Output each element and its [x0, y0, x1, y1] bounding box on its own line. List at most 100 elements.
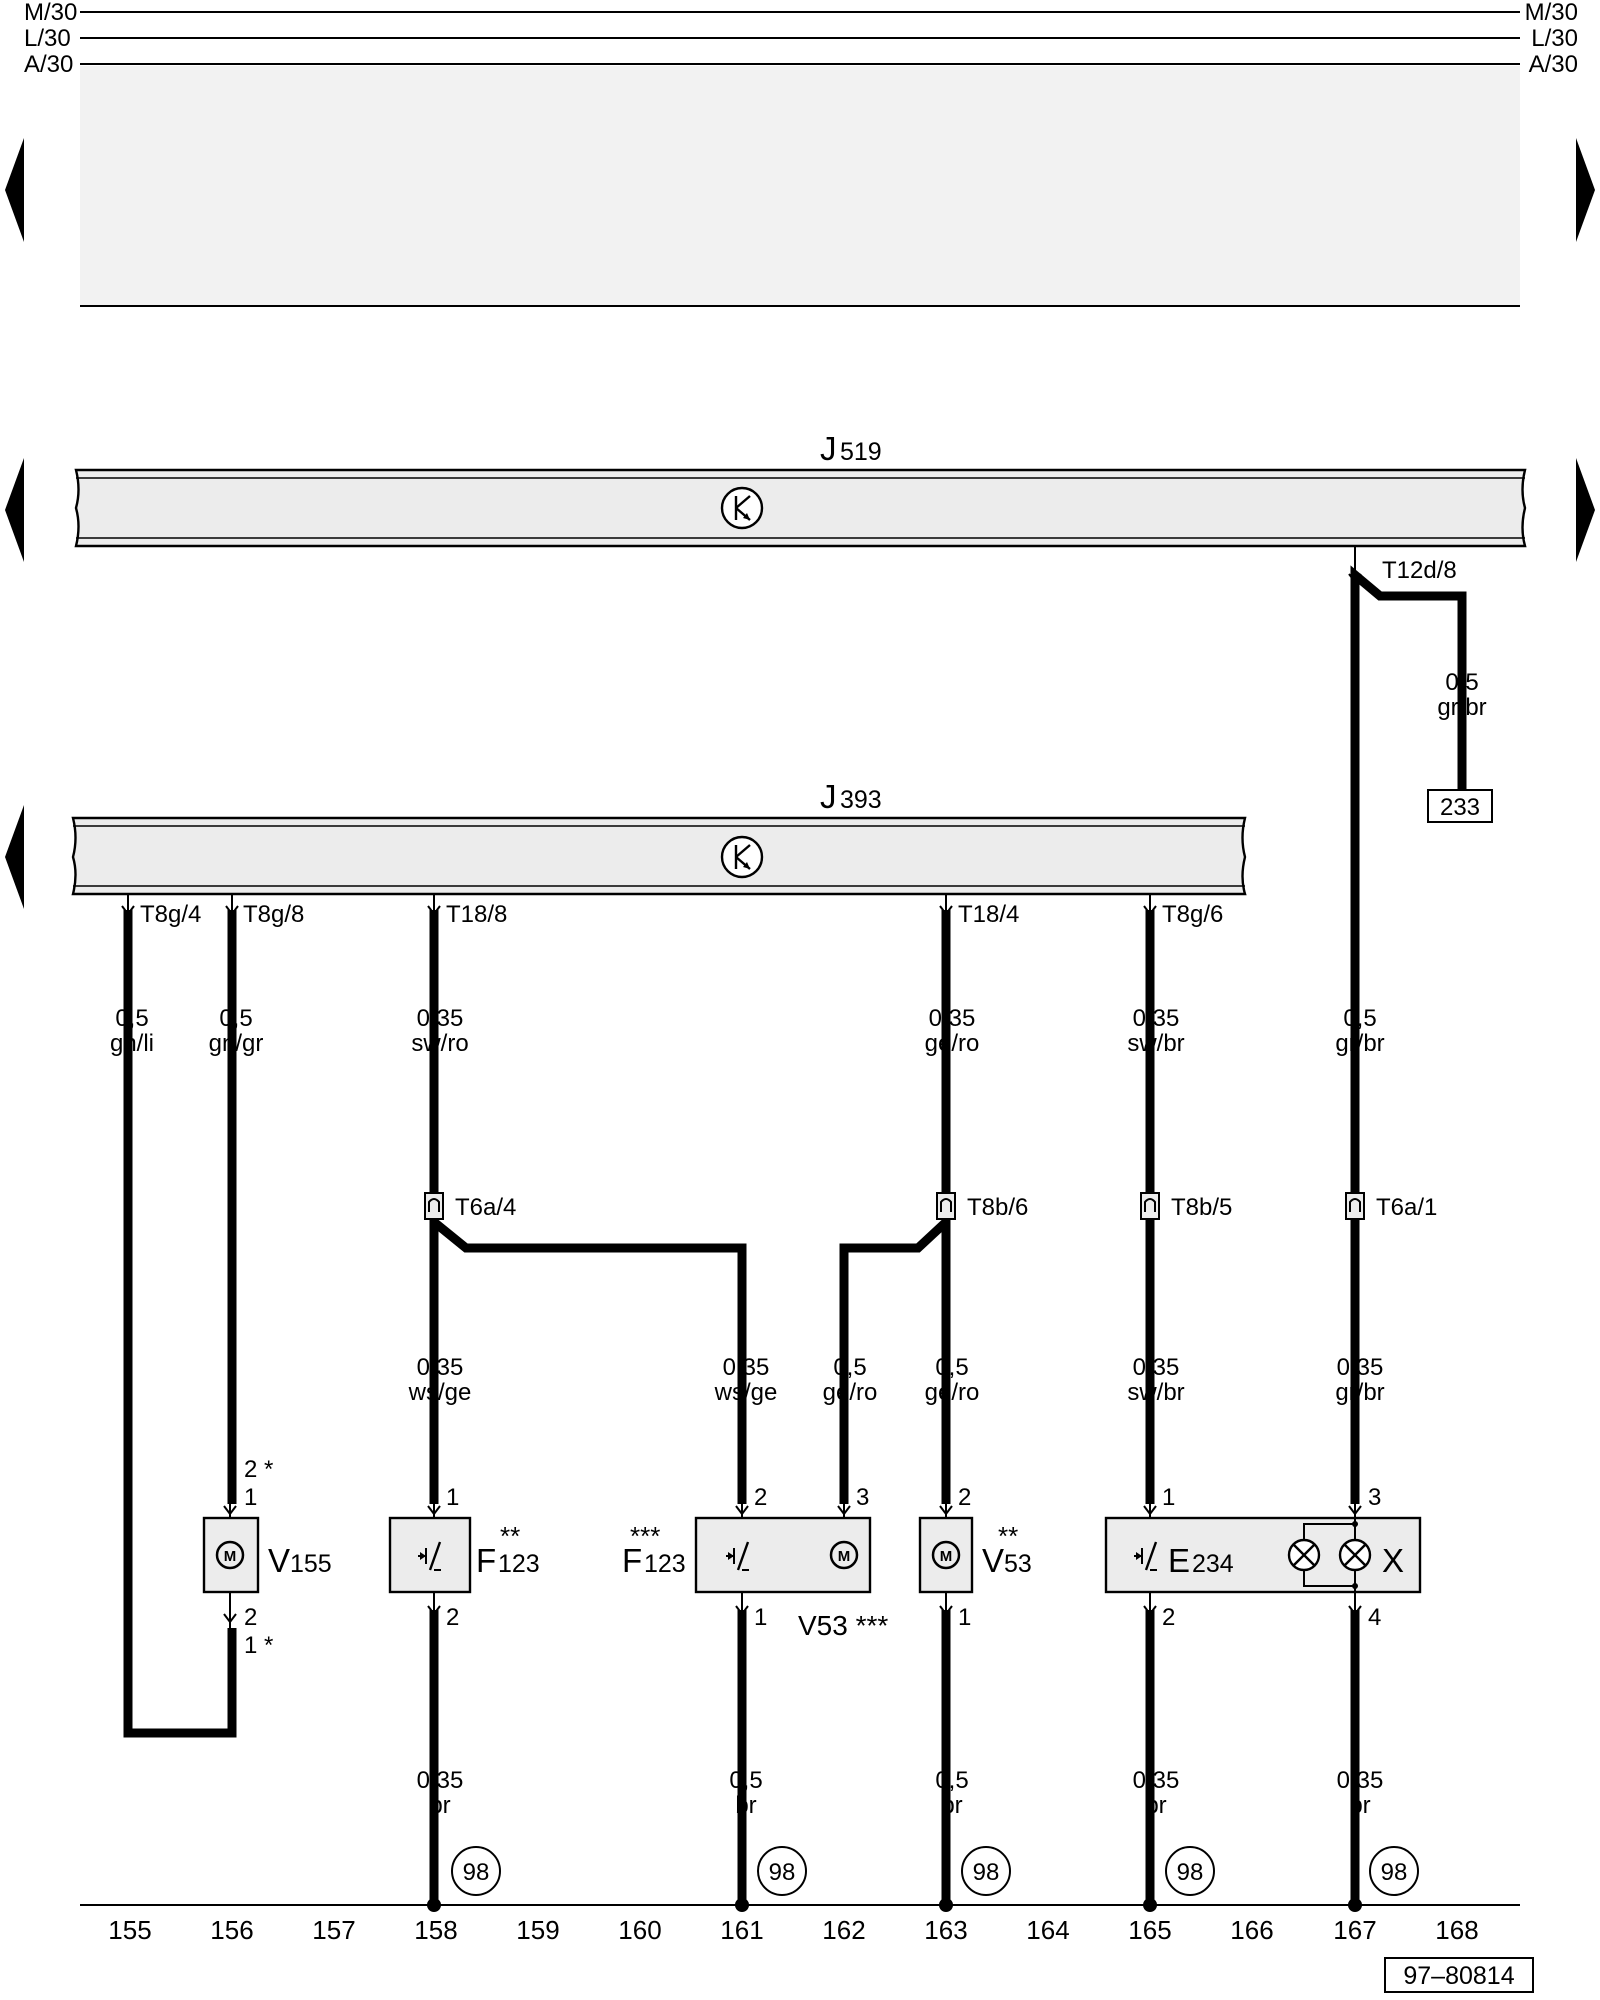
wire-color: br: [429, 1792, 450, 1819]
ground-circle-icon[interactable]: 98: [451, 1846, 501, 1896]
reference-box-233[interactable]: [1427, 789, 1493, 823]
component-number: 53: [1004, 1550, 1032, 1578]
wire-ge-ro[interactable]: [839, 1218, 950, 1504]
wire-ws-ge[interactable]: [431, 1218, 747, 1504]
left-arrow-icon[interactable]: [5, 138, 24, 242]
rail-panel: [80, 66, 1520, 306]
pin-number: 2: [1162, 1604, 1175, 1631]
ground-circle-icon[interactable]: 98: [1165, 1846, 1215, 1896]
component-number: 123: [498, 1550, 540, 1578]
right-arrow-icon[interactable]: [1576, 458, 1595, 562]
column-number: 164: [1026, 1915, 1069, 1945]
doc-code: 97–80814: [1403, 1962, 1514, 1990]
rail-label-left: L/30: [24, 25, 71, 52]
ground-label: 98: [1381, 1859, 1408, 1886]
component-number: 155: [290, 1550, 332, 1578]
switch-e234-lamps[interactable]: [1104, 1516, 1422, 1594]
wire-color: ge/ro: [925, 1030, 980, 1057]
connector-label: T6a/4: [455, 1194, 516, 1221]
column-number: 158: [414, 1915, 457, 1945]
component-letter: X: [1382, 1542, 1404, 1579]
component-letter: V: [268, 1542, 290, 1579]
wire-gn-li[interactable]: [123, 910, 237, 1738]
pin-number: 1 *: [244, 1632, 273, 1659]
wire-size: 0,35: [1337, 1767, 1384, 1794]
pin-number: 2: [446, 1604, 459, 1631]
component-letter: F: [622, 1542, 642, 1579]
column-number: 157: [312, 1915, 355, 1945]
variant-mark: **: [500, 1521, 520, 1551]
wire-size: 0,5: [935, 1767, 968, 1794]
variant-mark: ***: [630, 1521, 660, 1551]
pin-label: T8g/6: [1162, 901, 1223, 928]
reference-label: 233: [1440, 794, 1480, 821]
wire-color: ge/ro: [823, 1379, 878, 1406]
module-j393-letter: J: [820, 778, 837, 815]
ground-label: 98: [1177, 1859, 1204, 1886]
ground-circle-icon[interactable]: 98: [961, 1846, 1011, 1896]
wire-size: 0,35: [723, 1354, 770, 1381]
left-arrow-icon[interactable]: [5, 805, 24, 909]
right-arrow-icon[interactable]: [1576, 138, 1595, 242]
pin-label: T12d/8: [1382, 557, 1457, 584]
wire-color: gr/br: [1335, 1379, 1384, 1406]
ground-circle-icon[interactable]: 98: [1369, 1846, 1419, 1896]
wire-color: ws/ge: [408, 1379, 472, 1406]
pin-number: 4: [1368, 1604, 1381, 1631]
module-j519-letter: J: [820, 430, 837, 467]
component-letter: F: [476, 1542, 496, 1579]
module-j393[interactable]: [71, 816, 1247, 896]
pin-label: T8g/8: [243, 901, 304, 928]
module-j519-number: 519: [840, 438, 882, 466]
wire-color: br: [941, 1792, 962, 1819]
wire-size: 0,5: [219, 1005, 252, 1032]
left-arrow-icon[interactable]: [5, 458, 24, 562]
rail-label-right: A/30: [1529, 51, 1578, 78]
wire-size: 0,35: [417, 1005, 464, 1032]
switch-f123[interactable]: [388, 1516, 472, 1594]
pin-number: 2: [754, 1484, 767, 1511]
component-number: 123: [644, 1550, 686, 1578]
column-number: 156: [210, 1915, 253, 1945]
component-label: V53 ***: [798, 1610, 888, 1641]
column-number: 163: [924, 1915, 967, 1945]
wire-size: 0,5: [1445, 669, 1478, 696]
ground-label: 98: [769, 1859, 796, 1886]
ground-label: 98: [463, 1859, 490, 1886]
connector-t8b6: [936, 1192, 956, 1220]
pin-number: 3: [1368, 1484, 1381, 1511]
column-number: 161: [720, 1915, 763, 1945]
pin-label: T18/4: [958, 901, 1019, 928]
wire-gr-br[interactable]: [1350, 565, 1467, 1200]
pin-number: 1: [958, 1604, 971, 1631]
lamp-icon: [1338, 1538, 1372, 1572]
column-number: 167: [1333, 1915, 1376, 1945]
column-numbers: 155 156 157 158 159 160 161 162 163 164 …: [108, 1915, 1478, 1945]
wire-size: 0,5: [115, 1005, 148, 1032]
column-number: 168: [1435, 1915, 1478, 1945]
wire-color: br: [1349, 1792, 1370, 1819]
rail-label-left: A/30: [24, 51, 73, 78]
rail-label-left: M/30: [24, 0, 77, 26]
doc-code-box: [1384, 1957, 1534, 1993]
transistor-icon: [720, 486, 764, 530]
pin-label: T18/8: [446, 901, 507, 928]
wire-size: 0,5: [729, 1767, 762, 1794]
wire-size: 0,5: [833, 1354, 866, 1381]
connector-t8b5: [1140, 1192, 1160, 1220]
ground-circle-icon[interactable]: 98: [757, 1846, 807, 1896]
lamp-icon: [1287, 1538, 1321, 1572]
pin-number: 3: [856, 1484, 869, 1511]
wire-size: 0,35: [417, 1767, 464, 1794]
connector-label: T8b/5: [1171, 1194, 1232, 1221]
pin-label: T8g/4: [140, 901, 201, 928]
pin-number: 2 *: [244, 1456, 273, 1483]
module-j393-number: 393: [840, 786, 882, 814]
wire-color: sw/br: [1127, 1030, 1184, 1057]
component-letter: V: [982, 1542, 1004, 1579]
rail-label-right: L/30: [1531, 25, 1578, 52]
wire-color: br: [1145, 1792, 1166, 1819]
module-j519[interactable]: [74, 468, 1527, 548]
column-number: 165: [1128, 1915, 1171, 1945]
